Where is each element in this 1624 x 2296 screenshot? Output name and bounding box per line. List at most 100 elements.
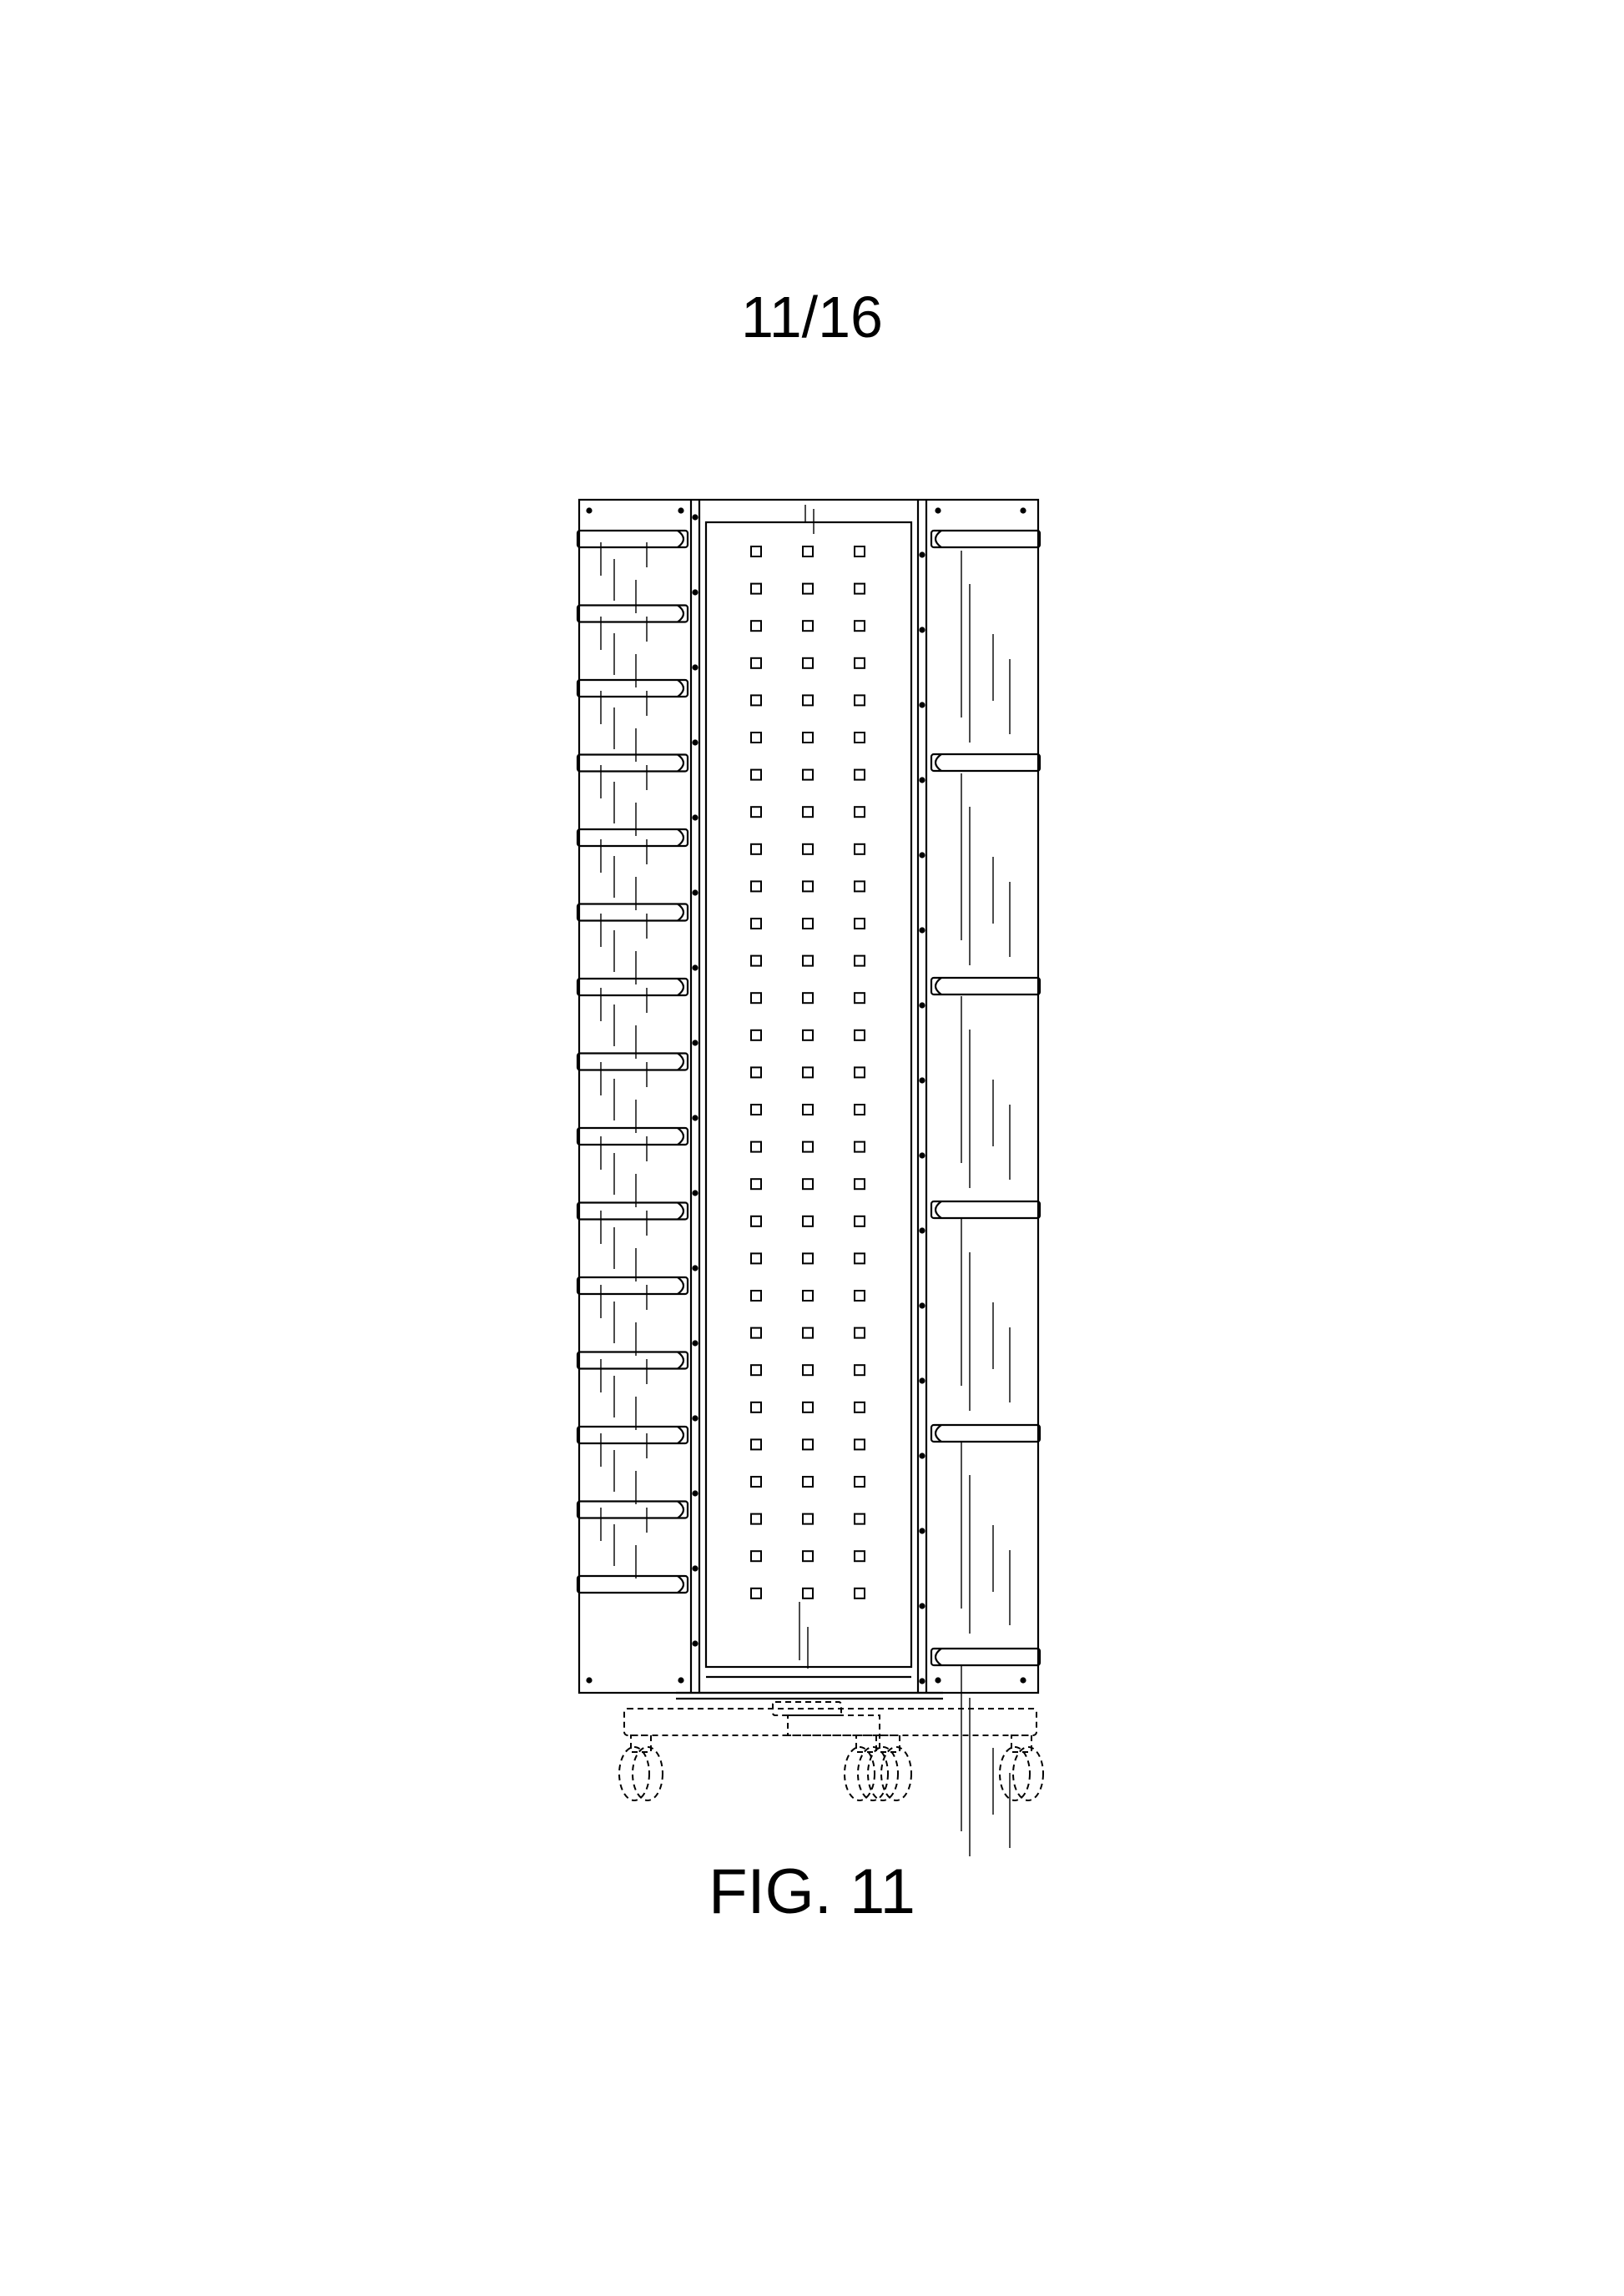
screw-dot [1020, 1677, 1026, 1684]
left-shelf [576, 1500, 689, 1519]
peg-hole [802, 732, 814, 743]
peg-hole [802, 1438, 814, 1451]
peg-hole [854, 620, 865, 632]
peg-hole [854, 1029, 865, 1041]
caster-wheel [844, 1746, 875, 1801]
peg-hole [750, 1587, 762, 1599]
shelf-hook [677, 1575, 685, 1594]
peg-hole [854, 1252, 865, 1265]
screw-dot [586, 507, 593, 514]
shelf-hook [934, 530, 942, 548]
peg-hole [802, 1476, 814, 1488]
peg-hole [750, 843, 762, 855]
rail-rivet [919, 627, 925, 633]
peg-hole [802, 880, 814, 893]
swivel-plate [772, 1701, 842, 1716]
peg-hole [854, 1178, 865, 1191]
left-shelf [576, 1276, 689, 1296]
peg-hole [854, 1104, 865, 1115]
peg-hole [802, 1401, 814, 1413]
peg-hole [854, 1290, 865, 1302]
peg-hole [750, 732, 762, 743]
peg-hole [802, 657, 814, 669]
peg-hole [750, 1476, 762, 1488]
rail-rivet [692, 589, 699, 596]
rail-rivet [919, 852, 925, 858]
left-shelf [576, 977, 689, 997]
shelf-hook [677, 1127, 685, 1145]
rail-rivet [919, 1603, 925, 1609]
peg-hole [802, 1364, 814, 1377]
right-shelf [930, 1647, 1041, 1667]
caster-stem [630, 1735, 652, 1753]
shelf-hook [677, 1351, 685, 1370]
pegboard-holes [750, 505, 865, 1669]
peg-hole [750, 1178, 762, 1191]
peg-hole [854, 992, 865, 1004]
shelf-hook [934, 1424, 942, 1443]
peg-hole [802, 843, 814, 855]
rail-rivet [919, 1227, 925, 1234]
peg-hole [854, 880, 865, 893]
caster-wheel [632, 1746, 663, 1801]
caster-stem [855, 1735, 877, 1753]
peg-hole [854, 1401, 865, 1413]
shelf-hook [934, 1201, 942, 1219]
sheet-number: 11/16 [741, 284, 883, 350]
shelf-hook [677, 604, 685, 623]
shelf-hook [934, 1648, 942, 1666]
screw-dot [678, 507, 684, 514]
rail-rivet [919, 1453, 925, 1459]
peg-hole [854, 843, 865, 855]
peg-hole [854, 1364, 865, 1377]
screw-dot [678, 1677, 684, 1684]
pegboard-panel [704, 521, 913, 1669]
peg-hole [854, 1587, 865, 1599]
peg-hole [802, 582, 814, 595]
rail-rivet [692, 1040, 699, 1046]
peg-hole [802, 806, 814, 818]
peg-hole [802, 1252, 814, 1265]
peg-hole [802, 954, 814, 967]
left-shelf [576, 903, 689, 922]
screw-dot [935, 507, 941, 514]
peg-hole [854, 918, 865, 929]
left-shelf [576, 529, 689, 549]
left-shelf [576, 1351, 689, 1370]
shelf-hook [677, 530, 685, 548]
peg-hole [854, 1476, 865, 1488]
shelf-hook [934, 977, 942, 995]
peg-hole [750, 1438, 762, 1451]
peg-hole [750, 768, 762, 781]
peg-hole [802, 1513, 814, 1525]
peg-hole [750, 1513, 762, 1525]
left-shelf [576, 1201, 689, 1221]
rail-rivet [919, 777, 925, 783]
right-shelf [930, 1200, 1041, 1220]
left-shelf [576, 753, 689, 773]
caster-wheel [999, 1746, 1031, 1801]
shelf-hook [677, 679, 685, 697]
shelf-hook [677, 753, 685, 773]
left-shelf-column [576, 529, 689, 1594]
rail-rivet [692, 1565, 699, 1572]
peg-hole [750, 806, 762, 818]
rail-rivet [919, 1302, 925, 1309]
peg-hole [802, 1066, 814, 1079]
rail-rivet [692, 1490, 699, 1497]
figure-label: FIG. 11 [709, 1856, 915, 1927]
shelf-hook [677, 903, 685, 922]
peg-hole [750, 918, 762, 929]
peg-hole [854, 954, 865, 967]
left-shelf [576, 1126, 689, 1146]
rail-rivet [692, 889, 699, 896]
peg-hole [802, 768, 814, 781]
rail-rivet [919, 702, 925, 708]
peg-hole [750, 992, 762, 1004]
rail-rivet [692, 514, 699, 521]
shelf-hook [677, 828, 685, 847]
peg-hole [854, 582, 865, 595]
peg-hole [802, 546, 814, 557]
stand-frame [577, 498, 1040, 1700]
caster-wheel [880, 1746, 912, 1801]
